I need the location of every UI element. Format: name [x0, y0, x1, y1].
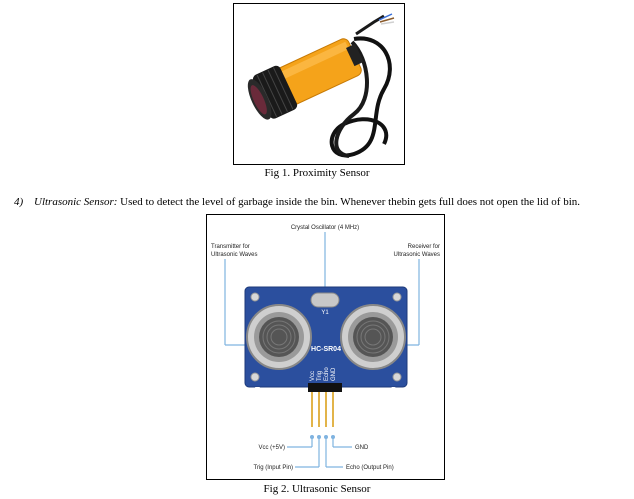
board-pin-gnd: GND — [331, 367, 337, 381]
board-y1-label: Y1 — [321, 310, 329, 316]
figure-1-caption: Fig 1. Proximity Sensor — [264, 167, 370, 179]
label-receiver-line1: Receiver for — [408, 244, 440, 250]
label-transmitter-line1: Transmitter for — [211, 244, 250, 250]
label-receiver-line2: Ultrasonic Waves — [394, 252, 440, 258]
pin-header — [308, 383, 342, 392]
label-transmitter-line2: Ultrasonic Waves — [211, 252, 257, 258]
label-vcc: Vcc (+5V) — [258, 445, 285, 451]
list-number: 4) — [14, 196, 24, 208]
board-model-label: HC-SR04 — [311, 346, 341, 353]
list-term: Ultrasonic Sensor: — [34, 196, 118, 208]
label-echo: Echo (Output Pin) — [346, 465, 394, 471]
list-text: Used to detect the level of garbage insi… — [117, 196, 581, 208]
board-pin-echo: Echo — [324, 367, 330, 381]
figure-1 — [233, 3, 405, 165]
crystal-oscillator — [310, 292, 340, 308]
board-pin-trig: Trig — [317, 371, 323, 381]
board-pin-vcc: Vcc — [310, 371, 316, 381]
ultrasonic-sensor-diagram: Crystal Oscillator (4 MHz) Transmitter f… — [211, 225, 440, 471]
label-trig: Trig (Input Pin) — [254, 465, 293, 471]
list-item-ultrasonic-sensor: 4) Ultrasonic Sensor: Used to detect the … — [14, 196, 629, 208]
board-t-label: T — [255, 386, 260, 395]
board-r-label: R — [391, 386, 397, 395]
label-gnd: GND — [355, 445, 369, 451]
figure-2-caption: Fig 2. Ultrasonic Sensor — [263, 483, 371, 495]
figure-2: Crystal Oscillator (4 MHz) Transmitter f… — [206, 214, 445, 480]
proximity-sensor-image — [247, 13, 395, 158]
label-oscillator: Crystal Oscillator (4 MHz) — [291, 225, 359, 231]
